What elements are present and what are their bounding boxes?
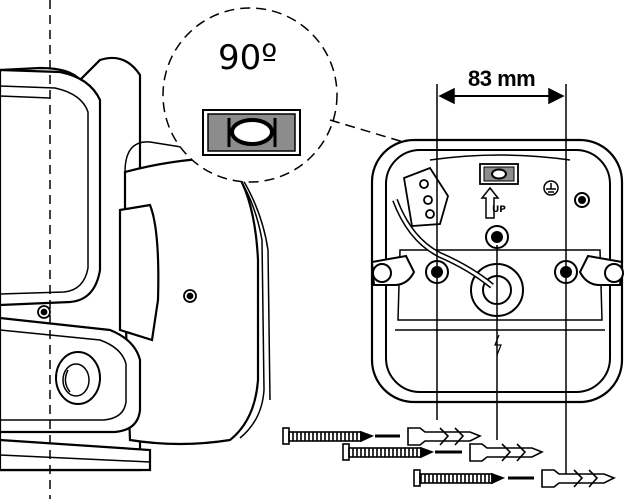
- left-mount-hook: [370, 254, 416, 286]
- up-label: UP: [492, 205, 506, 215]
- screw-and-anchor-set-3: [413, 469, 616, 488]
- housing-screw: [183, 289, 197, 303]
- camera-housing: [0, 56, 271, 472]
- housing-screw: [37, 305, 51, 319]
- screw-hole: [574, 192, 590, 208]
- plate-level-icon: [479, 163, 519, 185]
- camera-lens: [55, 351, 101, 405]
- angle-label: 90º: [218, 38, 278, 78]
- screw-and-anchor-set-2: [342, 443, 544, 462]
- spirit-level-icon: [202, 109, 301, 156]
- distance-label: 83 mm: [468, 66, 536, 91]
- screw-and-anchor-set-1: [282, 427, 482, 446]
- ground-symbol-icon: [543, 180, 559, 196]
- mount-hole: [485, 225, 509, 249]
- right-mount-hook: [578, 254, 624, 286]
- dimension-marker: [436, 84, 567, 480]
- up-arrow-icon: [480, 186, 500, 219]
